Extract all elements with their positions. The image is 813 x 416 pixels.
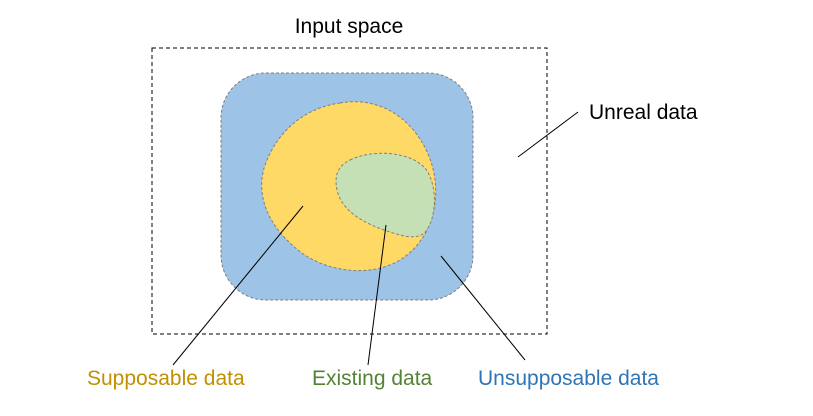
supposable-leader-line bbox=[172, 205, 304, 366]
existing-leader-line bbox=[367, 224, 387, 366]
input-space-title: Input space bbox=[295, 15, 404, 38]
unsupposable-leader-line bbox=[440, 255, 526, 361]
unreal-leader-line bbox=[517, 111, 579, 158]
supposable-data-label: Supposable data bbox=[87, 367, 245, 390]
unsupposable-data-label: Unsupposable data bbox=[478, 367, 659, 390]
input-space-boundary bbox=[151, 47, 548, 335]
unreal-data-label: Unreal data bbox=[589, 101, 698, 124]
existing-data-label: Existing data bbox=[312, 367, 433, 390]
existing-data-region bbox=[335, 152, 435, 238]
